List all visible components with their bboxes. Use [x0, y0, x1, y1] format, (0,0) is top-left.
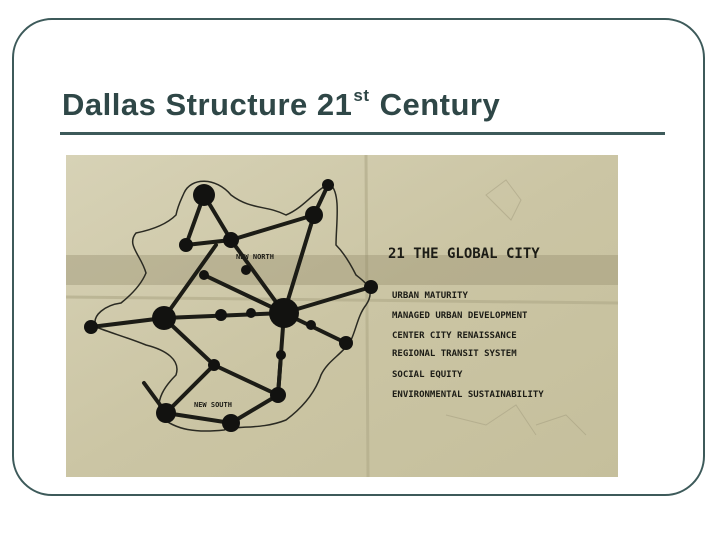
paper-folds [66, 155, 618, 477]
sketch-photo: NEW NORTH NEW SOUTH 21 THE GLOBAL CITY U… [66, 155, 618, 477]
paper-background [66, 155, 618, 477]
sketch-item-5: SOCIAL EQUITY [392, 370, 463, 380]
sketch-heading: 21 THE GLOBAL CITY [388, 246, 540, 262]
sketch-item-2: MANAGED URBAN DEVELOPMENT [392, 311, 528, 321]
title-superscript: st [353, 86, 370, 105]
sketch-svg: NEW NORTH NEW SOUTH 21 THE GLOBAL CITY U… [66, 155, 618, 477]
transit-nodes [84, 179, 378, 432]
slide-title: Dallas Structure 21st Century [62, 86, 500, 123]
sketch-item-1: URBAN MATURITY [392, 291, 468, 301]
sketch-item-4: REGIONAL TRANSIT SYSTEM [392, 349, 517, 359]
sketch-item-3: CENTER CITY RENAISSANCE [392, 331, 517, 341]
sketch-item-6: ENVIRONMENTAL SUSTAINABILITY [392, 390, 544, 400]
map-label-south: NEW SOUTH [194, 401, 232, 409]
map-label-north: NEW NORTH [236, 253, 274, 261]
slide-frame [12, 18, 705, 496]
title-underline [60, 132, 665, 135]
title-main: Dallas Structure 21 [62, 87, 353, 122]
title-rest: Century [370, 87, 501, 122]
